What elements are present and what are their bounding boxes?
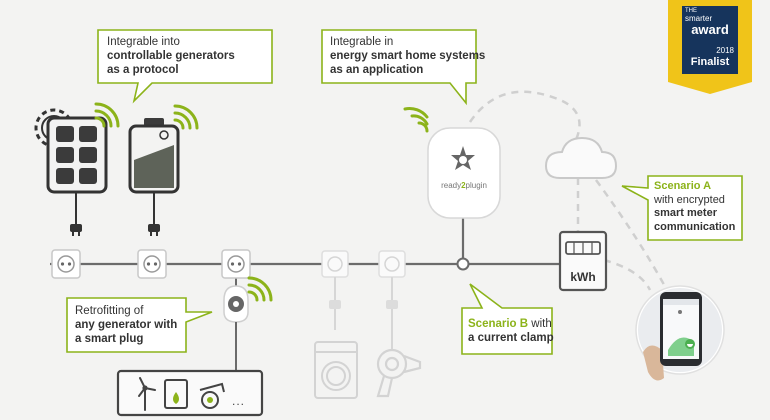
- hub-brand-post: plugin: [465, 181, 487, 190]
- award-line-year: 2018: [716, 46, 734, 55]
- award-line-finalist: Finalist: [690, 56, 730, 68]
- biogas-plant-icon: [199, 382, 225, 409]
- callout-retrofit-line1: Retrofitting of: [75, 305, 144, 317]
- socket-5-icon: [378, 250, 406, 278]
- solar-panel-icon: [34, 108, 108, 194]
- hair-dryer-icon: [376, 348, 422, 398]
- callout-smarthome: Integrable in energy smart home systems …: [330, 35, 485, 77]
- callout-scenario-a-line1: Scenario A: [654, 180, 712, 192]
- award-line-the: THE: [685, 8, 697, 14]
- current-clamp-icon: [456, 257, 470, 271]
- dashed-link-hub-cloud: [468, 90, 581, 143]
- meter-unit-label: kWh: [570, 270, 596, 284]
- callout-generators-line1: Integrable into: [107, 36, 180, 48]
- callout-retrofit-line3: a smart plug: [75, 333, 144, 345]
- callout-scenario-b-line2: a current clamp: [468, 332, 554, 344]
- callout-scenario-a-line3: smart meter: [654, 207, 717, 219]
- award-line-award: award: [691, 22, 729, 37]
- generators-ellipsis: ...: [232, 394, 246, 408]
- callout-generators-line3: as a protocol: [107, 64, 179, 76]
- wifi-icon-battery: [173, 104, 199, 130]
- dashed-link-meter-phone: [603, 258, 652, 291]
- socket-1-icon: [51, 249, 81, 279]
- washing-machine-icon: [314, 341, 358, 399]
- smart-plug-icon: [223, 285, 249, 330]
- smarter-award-badge: [668, 0, 752, 94]
- callout-smarthome-line3: as an application: [330, 64, 424, 76]
- generators-box: [116, 369, 264, 417]
- callout-retrofit: Retrofitting of any generator with a sma…: [75, 304, 177, 346]
- wifi-icon-hub: [403, 107, 429, 133]
- hub-brand-label: ready2plugin: [428, 181, 500, 190]
- callout-scenario-a-line2: with encrypted: [654, 193, 725, 206]
- washing-machine-plug-icon: [329, 277, 341, 330]
- callout-generators: Integrable into controllable generators …: [107, 35, 235, 77]
- cloud-icon: [544, 136, 618, 179]
- battery-plug-icon: [148, 224, 160, 236]
- hair-dryer-plug-icon: [386, 277, 398, 350]
- hub-brand-num: 2: [461, 181, 466, 190]
- socket-3-icon: [221, 249, 251, 279]
- callout-scenario-a: Scenario A with encrypted smart meter co…: [654, 180, 735, 234]
- award-line-smarter: smarter: [685, 14, 713, 23]
- solar-plug-icon: [70, 224, 82, 236]
- callout-smarthome-line2: energy smart home systems: [330, 50, 486, 62]
- callout-scenario-a-line4: communication: [654, 220, 736, 233]
- callout-scenario-b-title: Scenario B: [468, 318, 529, 330]
- boiler-icon: [164, 379, 188, 409]
- ready2plugin-hub-icon: [427, 127, 501, 219]
- wifi-icon-solar: [94, 102, 120, 128]
- callout-scenario-b-with: with: [528, 318, 552, 330]
- hub-brand-pre: ready: [441, 181, 462, 190]
- wind-turbine-icon: [138, 377, 156, 411]
- callout-smarthome-line1: Integrable in: [330, 36, 394, 48]
- callout-scenario-b: Scenario B with a current clamp: [468, 317, 554, 345]
- battery-icon: [128, 118, 180, 194]
- socket-2-icon: [137, 249, 167, 279]
- wifi-icon-smart-plug: [247, 276, 273, 302]
- callout-retrofit-line2: any generator with: [75, 319, 178, 331]
- smartphone-app-icon: [635, 285, 725, 381]
- smart-meter-icon: [558, 230, 608, 292]
- socket-4-icon: [321, 250, 349, 278]
- callout-generators-line2: controllable generators: [107, 50, 235, 62]
